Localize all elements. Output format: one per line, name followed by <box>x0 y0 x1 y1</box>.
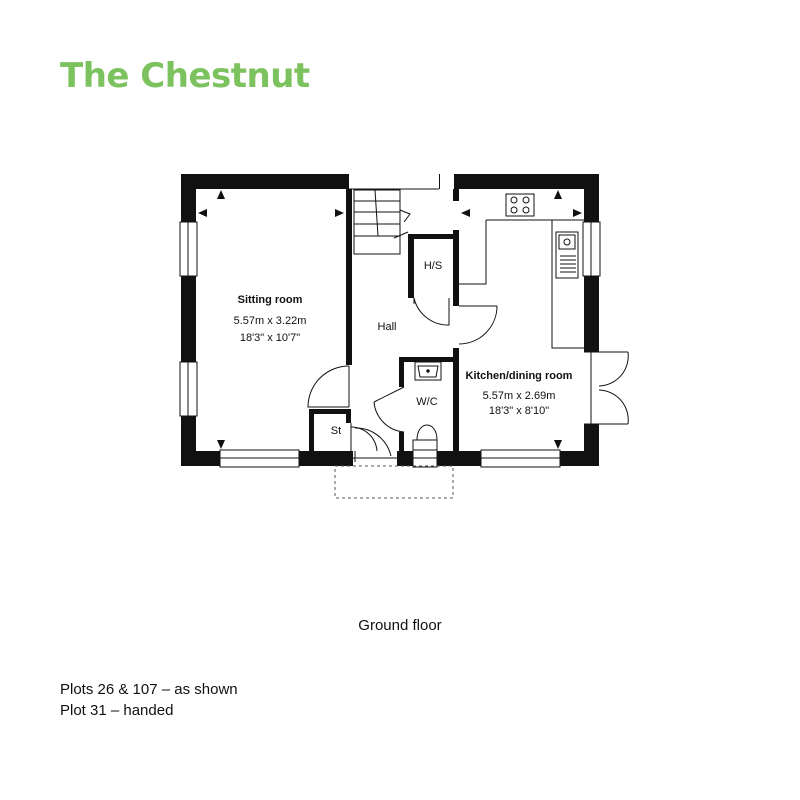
kitchen-metric: 5.57m x 2.69m <box>483 390 556 402</box>
hall-label: Hall <box>378 321 397 333</box>
staircase <box>353 189 411 255</box>
store-label: St <box>331 425 341 437</box>
kitchen-imperial: 18'3" x 8'10" <box>489 405 549 417</box>
front-entrance <box>334 450 454 499</box>
sitting-room-name: Sitting room <box>238 294 303 306</box>
room-labels: Sitting room 5.57m x 3.22m 18'3" x 10'7"… <box>234 260 573 437</box>
plot-notes: Plots 26 & 107 – as shown Plot 31 – hand… <box>60 679 238 721</box>
kitchen-units <box>459 193 584 349</box>
doors <box>307 297 629 462</box>
page-title: The Chestnut <box>60 56 310 96</box>
kitchen-name: Kitchen/dining room <box>466 370 573 382</box>
windows <box>179 221 601 468</box>
wc-label: W/C <box>416 396 437 408</box>
plot-note: Plot 31 – handed <box>60 702 174 719</box>
floor-caption: Ground floor <box>358 617 442 634</box>
interior-walls <box>309 189 459 451</box>
sitting-room-metric: 5.57m x 3.22m <box>234 315 307 327</box>
hs-label: H/S <box>424 260 442 272</box>
wc-fixtures <box>412 361 442 451</box>
sitting-room-imperial: 18'3" x 10'7" <box>240 332 300 344</box>
plot-note: Plots 26 & 107 – as shown <box>60 681 238 698</box>
dimension-arrows <box>198 190 582 449</box>
